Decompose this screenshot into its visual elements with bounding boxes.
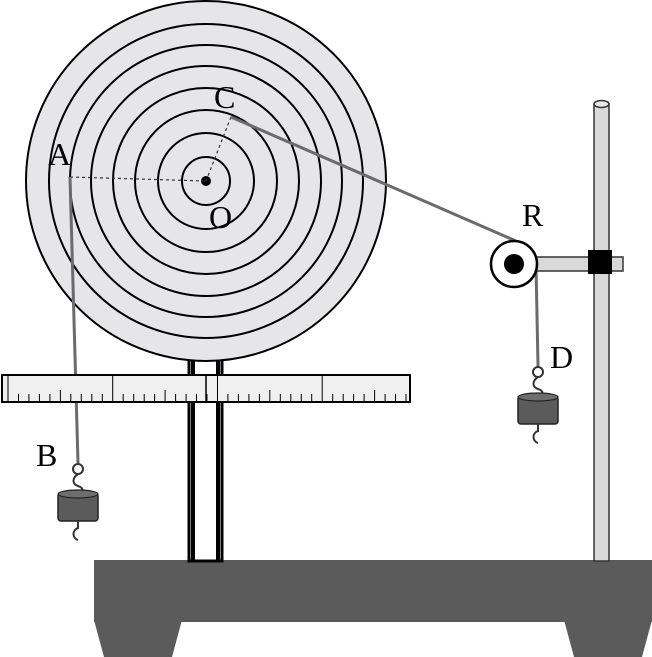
ruler: [1, 374, 411, 403]
ruler-ticks: [7, 375, 407, 402]
base-left-foot: [94, 620, 182, 657]
string-A-B: [68, 176, 80, 464]
string-C-R: [230, 115, 517, 243]
label-R: R: [522, 197, 544, 233]
weight-D-ring: [532, 366, 544, 378]
pulley-axle: [504, 254, 524, 274]
weight-D-top: [517, 392, 559, 402]
disk-ring-6: [157, 132, 255, 230]
weight-D: [517, 366, 559, 444]
label-C: C: [214, 79, 235, 115]
disk-ring-5: [134, 109, 278, 253]
label-O: O: [209, 199, 232, 235]
rod-clamp: [588, 250, 612, 274]
disk-ring-3: [90, 65, 322, 297]
right-rod-body: [593, 103, 610, 562]
weight-B: [57, 463, 99, 541]
right-rod-top: [593, 99, 610, 109]
right-rod: [593, 99, 610, 562]
base-right-foot: [564, 620, 652, 657]
weight-B-hook-bottom: [72, 521, 79, 541]
weight-D-hook-bottom: [532, 424, 539, 444]
label-B: B: [36, 437, 57, 473]
label-A: A: [48, 136, 71, 172]
disk-ring-4: [112, 87, 300, 275]
radius-OA: [69, 176, 207, 182]
base-platform: [94, 560, 652, 622]
base-stand: [94, 560, 652, 657]
weight-B-top: [57, 489, 99, 499]
pulley: [489, 239, 539, 289]
disk-ring-1: [48, 23, 364, 339]
strings: [68, 115, 540, 464]
string-R-D: [534, 264, 540, 367]
radius-lines: [69, 116, 232, 182]
weight-B-ring: [72, 463, 84, 475]
pulley-arm: [527, 250, 624, 274]
disk-ring-7: [181, 156, 231, 206]
label-D: D: [550, 339, 573, 375]
